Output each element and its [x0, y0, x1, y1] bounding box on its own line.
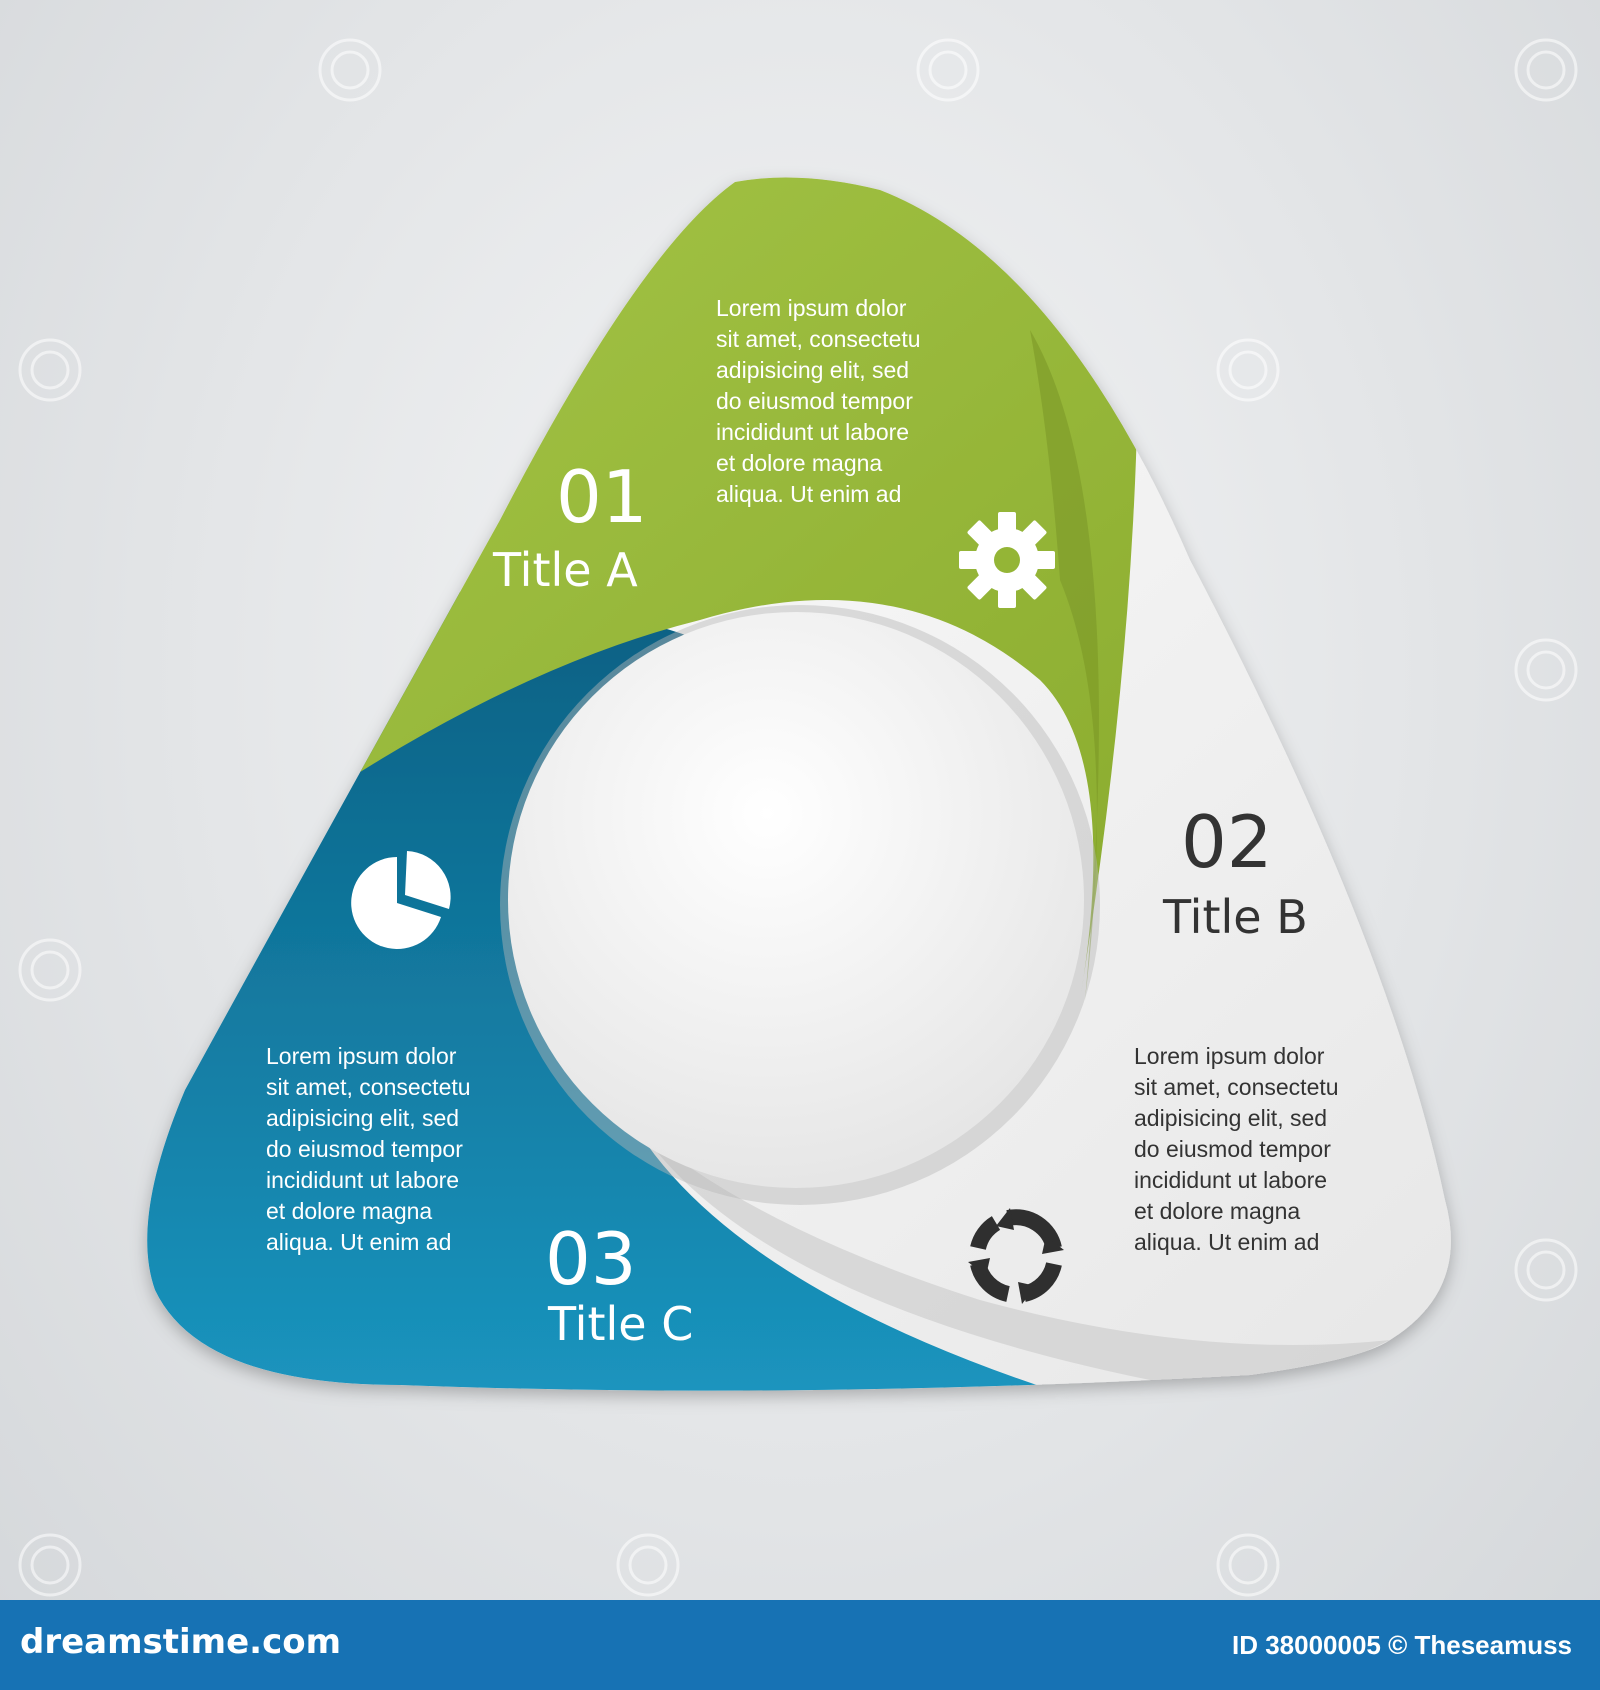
svg-text:do eiusmod tempor: do eiusmod tempor	[1134, 1136, 1331, 1162]
svg-text:adipisicing elit, sed: adipisicing elit, sed	[266, 1105, 459, 1131]
cycle-arrows-icon	[968, 1208, 1064, 1304]
svg-text:aliqua. Ut enim ad: aliqua. Ut enim ad	[1134, 1229, 1319, 1255]
footer-site-logo: dreamstime.com	[20, 1622, 342, 1662]
svg-text:Lorem ipsum dolor: Lorem ipsum dolor	[1134, 1043, 1325, 1069]
segment-02-number: 02	[1181, 800, 1273, 884]
svg-text:adipisicing elit, sed: adipisicing elit, sed	[1134, 1105, 1327, 1131]
footer-bar: dreamstime.com ID 38000005 © Theseamuss	[0, 1600, 1600, 1690]
svg-text:do eiusmod tempor: do eiusmod tempor	[716, 388, 913, 414]
svg-text:Lorem ipsum dolor: Lorem ipsum dolor	[266, 1043, 457, 1069]
segment-01-title: Title A	[492, 543, 638, 597]
svg-text:incididunt ut labore: incididunt ut labore	[266, 1167, 459, 1193]
segment-03-body: Lorem ipsum dolor sit amet, consectetu a…	[266, 1043, 471, 1255]
svg-text:sit amet, consectetu: sit amet, consectetu	[266, 1074, 471, 1100]
segment-02-curl	[640, 1130, 1390, 1384]
segment-01-number: 01	[556, 455, 648, 539]
segment-02-title: Title B	[1162, 890, 1308, 944]
pie-chart-icon	[351, 851, 451, 949]
svg-text:incididunt ut labore: incididunt ut labore	[716, 419, 909, 445]
svg-text:sit amet, consectetu: sit amet, consectetu	[716, 326, 921, 352]
watermark-pattern	[18, 38, 1578, 1597]
svg-text:adipisicing elit, sed: adipisicing elit, sed	[716, 357, 909, 383]
segment-01-fold	[1030, 330, 1099, 1000]
svg-text:incididunt ut labore: incididunt ut labore	[1134, 1167, 1327, 1193]
footer-image-id: ID 38000005 © Theseamuss	[1231, 1630, 1572, 1660]
svg-text:sit amet, consectetu: sit amet, consectetu	[1134, 1074, 1339, 1100]
svg-text:aliqua. Ut enim ad: aliqua. Ut enim ad	[716, 481, 901, 507]
segment-01-body: Lorem ipsum dolor sit amet, consectetu a…	[716, 295, 921, 507]
svg-text:do eiusmod tempor: do eiusmod tempor	[266, 1136, 463, 1162]
svg-text:et dolore magna: et dolore magna	[266, 1198, 432, 1224]
svg-text:et dolore magna: et dolore magna	[1134, 1198, 1300, 1224]
segment-03-number: 03	[545, 1217, 637, 1301]
svg-text:Lorem ipsum dolor: Lorem ipsum dolor	[716, 295, 907, 321]
segment-03-title: Title C	[547, 1297, 693, 1351]
segment-02-body: Lorem ipsum dolor sit amet, consectetu a…	[1134, 1043, 1339, 1255]
svg-text:et dolore magna: et dolore magna	[716, 450, 882, 476]
svg-text:aliqua. Ut enim ad: aliqua. Ut enim ad	[266, 1229, 451, 1255]
gear-icon	[959, 512, 1055, 608]
center-circle	[508, 612, 1084, 1188]
